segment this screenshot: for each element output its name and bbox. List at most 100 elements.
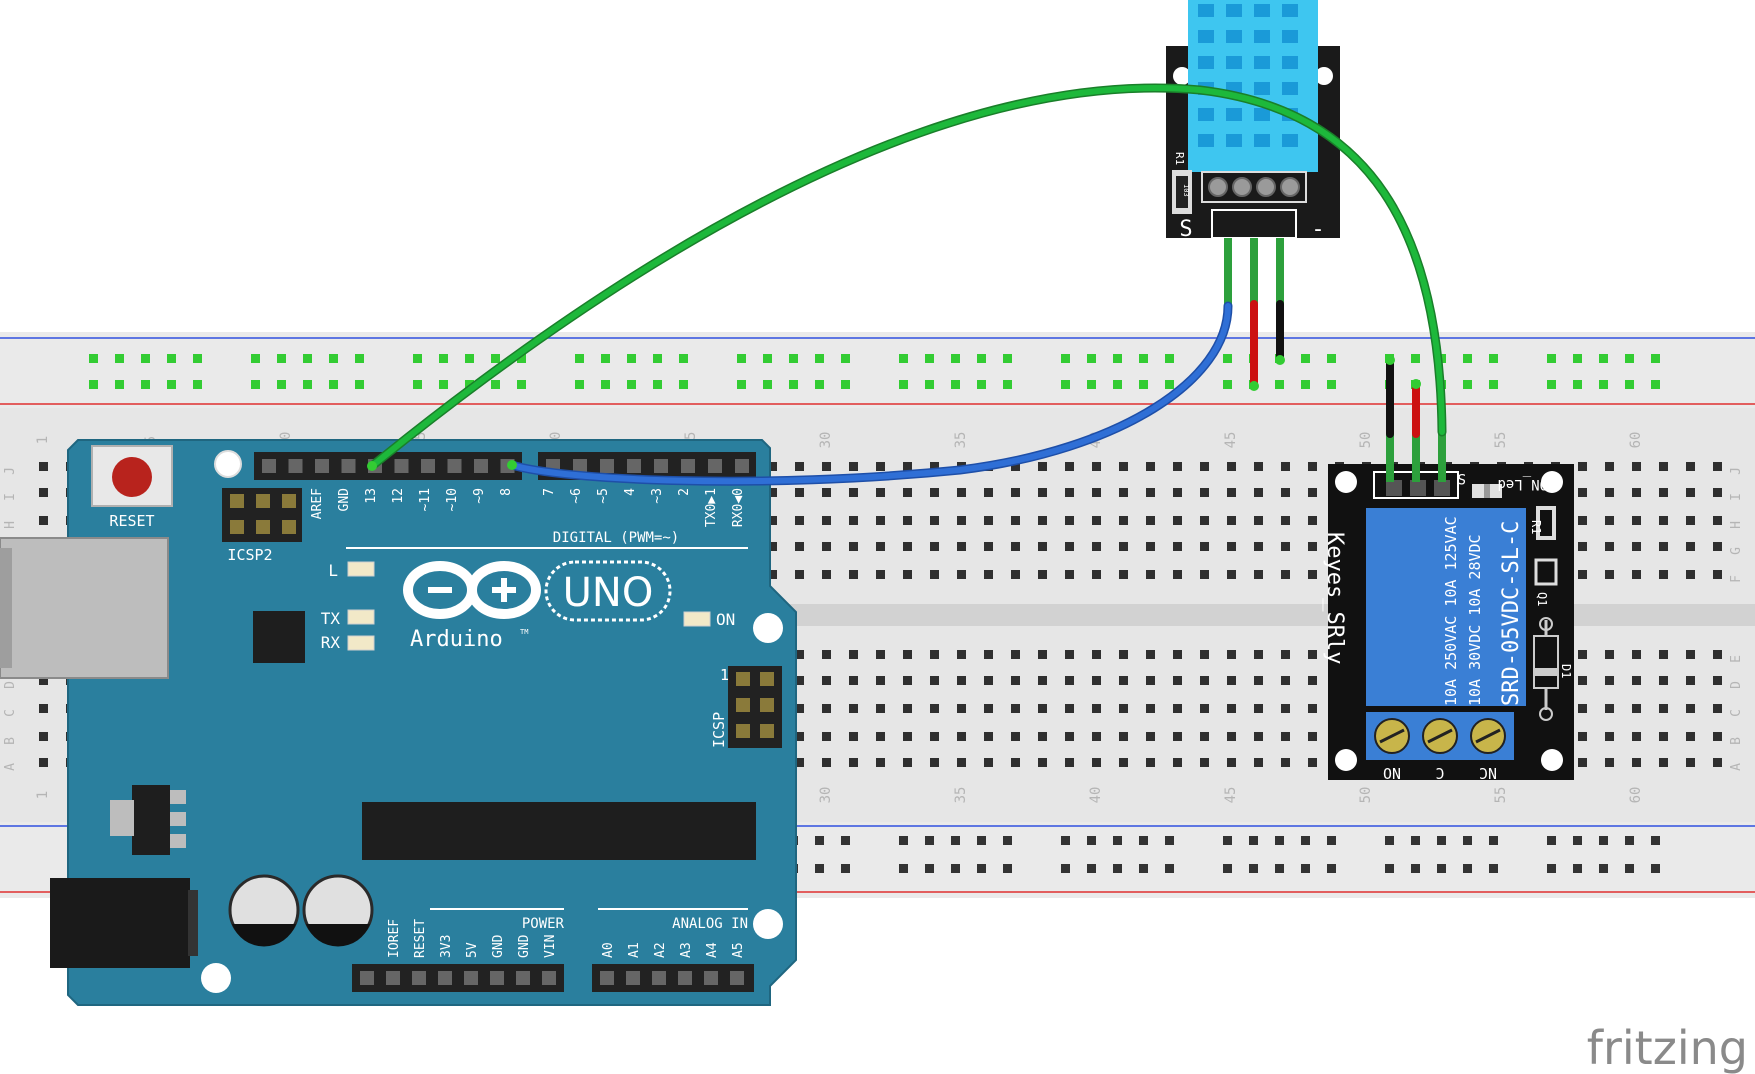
rail-hole[interactable]	[737, 354, 746, 363]
breadboard-hole[interactable]	[1119, 516, 1128, 525]
rail-hole[interactable]	[115, 354, 124, 363]
breadboard-hole[interactable]	[1578, 570, 1587, 579]
breadboard-hole[interactable]	[1281, 462, 1290, 471]
breadboard-hole[interactable]	[1146, 570, 1155, 579]
breadboard-hole[interactable]	[1065, 570, 1074, 579]
rail-hole[interactable]	[141, 380, 150, 389]
header-pin[interactable]	[704, 971, 718, 985]
breadboard-hole[interactable]	[1254, 462, 1263, 471]
rail-hole[interactable]	[1165, 864, 1174, 873]
breadboard-hole[interactable]	[1011, 488, 1020, 497]
breadboard-hole[interactable]	[876, 704, 885, 713]
rail-hole[interactable]	[1113, 380, 1122, 389]
breadboard-hole[interactable]	[1146, 704, 1155, 713]
breadboard-hole[interactable]	[984, 570, 993, 579]
breadboard-hole[interactable]	[1146, 462, 1155, 471]
breadboard-hole[interactable]	[1146, 516, 1155, 525]
rail-hole[interactable]	[1061, 380, 1070, 389]
breadboard-hole[interactable]	[1659, 732, 1668, 741]
rail-hole[interactable]	[951, 380, 960, 389]
rail-hole[interactable]	[627, 354, 636, 363]
breadboard-hole[interactable]	[1065, 542, 1074, 551]
breadboard-hole[interactable]	[1713, 516, 1722, 525]
breadboard-hole[interactable]	[795, 732, 804, 741]
rail-hole[interactable]	[789, 380, 798, 389]
rail-hole[interactable]	[355, 354, 364, 363]
breadboard-hole[interactable]	[1092, 732, 1101, 741]
breadboard-hole[interactable]	[984, 732, 993, 741]
rail-hole[interactable]	[1139, 864, 1148, 873]
header-pin[interactable]	[516, 971, 530, 985]
breadboard-hole[interactable]	[795, 650, 804, 659]
breadboard-hole[interactable]	[1200, 650, 1209, 659]
breadboard-hole[interactable]	[1146, 732, 1155, 741]
rail-hole[interactable]	[1223, 864, 1232, 873]
breadboard-hole[interactable]	[1254, 542, 1263, 551]
breadboard-hole[interactable]	[1632, 704, 1641, 713]
rail-hole[interactable]	[1165, 380, 1174, 389]
rail-hole[interactable]	[1061, 836, 1070, 845]
breadboard-hole[interactable]	[903, 704, 912, 713]
rail-hole[interactable]	[763, 380, 772, 389]
breadboard-hole[interactable]	[957, 488, 966, 497]
breadboard-hole[interactable]	[1686, 650, 1695, 659]
breadboard-hole[interactable]	[1119, 488, 1128, 497]
rail-hole[interactable]	[951, 354, 960, 363]
rail-hole[interactable]	[439, 354, 448, 363]
rail-hole[interactable]	[167, 354, 176, 363]
breadboard-hole[interactable]	[1146, 542, 1155, 551]
breadboard-hole[interactable]	[1578, 516, 1587, 525]
rail-hole[interactable]	[1651, 354, 1660, 363]
breadboard-hole[interactable]	[1605, 462, 1614, 471]
rail-hole[interactable]	[413, 354, 422, 363]
rail-hole[interactable]	[925, 380, 934, 389]
breadboard-hole[interactable]	[957, 704, 966, 713]
rail-hole[interactable]	[1301, 354, 1310, 363]
header-pin[interactable]	[652, 971, 666, 985]
breadboard-hole[interactable]	[876, 758, 885, 767]
breadboard-hole[interactable]	[1200, 704, 1209, 713]
rail-hole[interactable]	[1223, 354, 1232, 363]
rail-hole[interactable]	[1625, 836, 1634, 845]
breadboard-hole[interactable]	[1254, 488, 1263, 497]
breadboard-hole[interactable]	[1578, 542, 1587, 551]
header-pin[interactable]	[627, 459, 641, 473]
rail-hole[interactable]	[1411, 354, 1420, 363]
breadboard-hole[interactable]	[1632, 570, 1641, 579]
breadboard-hole[interactable]	[1605, 732, 1614, 741]
breadboard-hole[interactable]	[1659, 462, 1668, 471]
rail-hole[interactable]	[115, 380, 124, 389]
breadboard-hole[interactable]	[1686, 516, 1695, 525]
rail-hole[interactable]	[575, 354, 584, 363]
rail-hole[interactable]	[1651, 836, 1660, 845]
breadboard-hole[interactable]	[930, 758, 939, 767]
rail-hole[interactable]	[1301, 380, 1310, 389]
breadboard-hole[interactable]	[1632, 758, 1641, 767]
header-pin[interactable]	[600, 971, 614, 985]
rail-hole[interactable]	[329, 354, 338, 363]
breadboard-hole[interactable]	[1119, 704, 1128, 713]
breadboard-hole[interactable]	[1065, 462, 1074, 471]
breadboard-hole[interactable]	[1308, 676, 1317, 685]
breadboard-hole[interactable]	[1065, 758, 1074, 767]
breadboard-hole[interactable]	[1173, 488, 1182, 497]
breadboard-hole[interactable]	[1254, 516, 1263, 525]
breadboard-hole[interactable]	[1281, 516, 1290, 525]
breadboard-hole[interactable]	[39, 732, 48, 741]
breadboard-hole[interactable]	[1011, 758, 1020, 767]
rail-hole[interactable]	[1573, 864, 1582, 873]
breadboard-hole[interactable]	[1227, 676, 1236, 685]
rail-hole[interactable]	[1087, 864, 1096, 873]
breadboard-hole[interactable]	[1281, 488, 1290, 497]
breadboard-hole[interactable]	[1092, 758, 1101, 767]
breadboard-hole[interactable]	[1092, 570, 1101, 579]
breadboard-hole[interactable]	[1200, 676, 1209, 685]
rail-hole[interactable]	[1651, 380, 1660, 389]
rail-hole[interactable]	[251, 380, 260, 389]
header-pin[interactable]	[412, 971, 426, 985]
breadboard-hole[interactable]	[1578, 676, 1587, 685]
rail-hole[interactable]	[1327, 864, 1336, 873]
breadboard-hole[interactable]	[1254, 650, 1263, 659]
rail-hole[interactable]	[1489, 864, 1498, 873]
rail-hole[interactable]	[1275, 836, 1284, 845]
